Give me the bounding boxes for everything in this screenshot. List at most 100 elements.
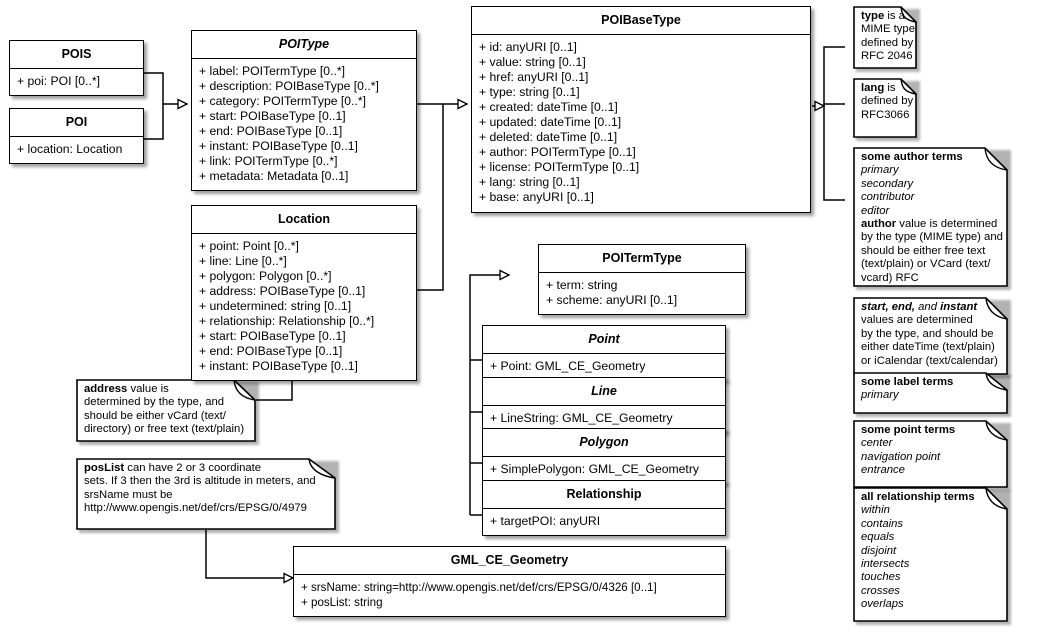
divider <box>483 455 725 457</box>
class-pois-attributes: + poi: POI [0..*] <box>10 69 143 95</box>
wire-location-right <box>417 104 444 291</box>
note-point-terms: some point terms center navigation point… <box>853 420 1011 491</box>
attribute: + author: POITermType [0..1] <box>479 145 636 160</box>
note-line: disjoint <box>861 544 897 557</box>
class-pois[interactable]: POIS + poi: POI [0..*] <box>9 40 144 96</box>
class-line[interactable]: Line + LineString: GML_CE_Geometry <box>482 377 726 433</box>
note-line: start, end, and instant <box>861 301 978 313</box>
attribute: + start: POIBaseType [0..1] <box>199 329 346 344</box>
note-body: start, end, and instant values are deter… <box>853 297 1008 375</box>
attribute: + relationship: Relationship [0..*] <box>199 313 375 328</box>
attribute: + end: POIBaseType [0..1] <box>199 123 343 138</box>
attribute: + link: POITermType [0..*] <box>199 154 338 169</box>
note-line: or iCalendar (text/calendar) <box>861 354 998 367</box>
note-outline <box>76 458 336 530</box>
attribute: + start: POIBaseType [0..1] <box>199 108 346 123</box>
note-line: by the type (MIME type) and <box>861 231 1003 244</box>
note-text: posList can have 2 or 3 coordinate sets.… <box>76 458 336 520</box>
note-outline <box>853 297 1008 375</box>
attribute: + lang: string [0..1] <box>479 175 580 190</box>
attribute: + end: POIBaseType [0..1] <box>199 344 343 359</box>
note-line: either dateTime (text/plain) <box>861 341 995 354</box>
note-text: some label terms primary <box>853 372 1008 407</box>
note-poslist: posList can have 2 or 3 coordinate sets.… <box>76 458 339 533</box>
note-line: http://www.opengis.net/def/crs/EPSG/0/49… <box>84 502 307 515</box>
note-outline <box>853 147 1008 287</box>
note-line: (text/plain) or VCard (text/ <box>861 258 991 271</box>
attribute: + created: dateTime [0..1] <box>479 99 618 114</box>
class-poitype-title: POIType <box>278 37 330 51</box>
note-line: by the type, and should be <box>861 327 994 340</box>
class-relationship[interactable]: Relationship + targetPOI: anyURI <box>482 480 726 536</box>
note-line: contains <box>861 517 904 530</box>
attribute: + undetermined: string [0..1] <box>199 298 352 313</box>
class-poibasetype[interactable]: POIBaseType + id: anyURI [0..1] + value:… <box>471 6 811 213</box>
class-point-attributes: + Point: GML_CE_Geometry <box>483 354 725 380</box>
note-line: RFC 2046 <box>861 50 913 63</box>
divider <box>192 57 416 59</box>
class-poi-title: POI <box>65 115 88 129</box>
note-line: navigation point <box>861 450 941 463</box>
note-text: type is a MIME type defined by RFC 2046 <box>853 6 917 68</box>
note-line: crosses <box>861 584 900 597</box>
note-line: sets. If 3 then the 3rd is altitude in m… <box>84 475 316 488</box>
note-type: type is a MIME type defined by RFC 2046 <box>853 6 920 72</box>
class-location[interactable]: Location + point: Point [0..*] + line: L… <box>191 205 417 382</box>
attribute: + address: POIBaseType [0..1] <box>199 283 366 298</box>
note-address: address value is determined by the type,… <box>76 379 259 445</box>
attribute: + label: POITermType [0..*] <box>199 63 345 78</box>
class-poitermtype-attributes: + term: string + scheme: anyURI [0..1] <box>539 273 745 314</box>
note-line: lang is <box>861 82 896 94</box>
note-label-terms: some label terms primary <box>853 372 1011 417</box>
wire-poi-to-poitype <box>144 104 164 140</box>
note-line: address value is <box>84 383 169 395</box>
class-poitype[interactable]: POIType + label: POITermType [0..*] + de… <box>191 30 417 192</box>
attribute: + value: string [0..1] <box>479 54 586 69</box>
class-polygon[interactable]: Polygon + SimplePolygon: GML_CE_Geometry <box>482 428 726 484</box>
note-line: values are determined <box>861 314 973 327</box>
divider <box>294 573 725 575</box>
note-line: should be either vCard (text/ <box>84 409 226 422</box>
note-line: MIME type <box>861 23 915 36</box>
note-line: all relationship terms <box>861 491 975 503</box>
class-poitermtype-title: POITermType <box>602 251 682 265</box>
note-outline <box>853 6 917 69</box>
class-polygon-attributes: + SimplePolygon: GML_CE_Geometry <box>483 457 725 483</box>
attribute: + base: anyURI [0..1] <box>479 190 594 205</box>
note-text: address value is determined by the type,… <box>76 379 256 441</box>
note-line: overlaps <box>861 598 904 611</box>
class-poitermtype[interactable]: POITermType + term: string + scheme: any… <box>538 244 746 315</box>
class-polygon-title: Polygon <box>579 435 629 449</box>
class-gml-ce-geometry[interactable]: GML_CE_Geometry + srsName: string=http:/… <box>293 546 726 617</box>
note-line: entrance <box>861 464 905 477</box>
note-line: defined by <box>861 95 914 108</box>
class-line-attributes: + LineString: GML_CE_Geometry <box>483 406 725 432</box>
wire-note-poslist <box>205 530 281 579</box>
note-line: primary <box>861 164 899 177</box>
note-outline <box>853 372 1008 414</box>
divider <box>10 135 143 137</box>
class-poi-attributes: + location: Location <box>10 137 143 163</box>
note-author-terms: some author terms primary secondary cont… <box>853 147 1011 290</box>
class-point[interactable]: Point + Point: GML_CE_Geometry <box>482 325 726 381</box>
note-line: posList can have 2 or 3 coordinate <box>84 462 262 474</box>
class-pois-title: POIS <box>61 47 92 61</box>
note-relationship-terms: all relationship terms within contains e… <box>853 487 1011 625</box>
note-line: srsName must be <box>84 488 173 501</box>
class-relationship-attributes: + targetPOI: anyURI <box>483 509 725 535</box>
note-body: some author terms primary secondary cont… <box>853 147 1008 287</box>
class-location-attributes: + point: Point [0..*] + line: Line [0..*… <box>192 234 416 381</box>
note-text: some author terms primary secondary cont… <box>853 147 1008 289</box>
class-gml-ce-geometry-title: GML_CE_Geometry <box>450 553 569 567</box>
note-line: some point terms <box>861 424 956 436</box>
note-line: intersects <box>861 558 910 571</box>
attribute: + polygon: Polygon [0..*] <box>199 268 332 283</box>
note-body: type is a MIME type defined by RFC 2046 <box>853 6 917 69</box>
divider <box>483 507 725 509</box>
note-line: touches <box>861 571 901 584</box>
attribute: + srsName: string=http://www.opengis.net… <box>301 580 657 594</box>
class-poi[interactable]: POI + location: Location <box>9 108 144 164</box>
note-line: author value is determined <box>861 218 998 231</box>
attribute: + targetPOI: anyURI <box>490 513 601 528</box>
divider <box>483 404 725 406</box>
